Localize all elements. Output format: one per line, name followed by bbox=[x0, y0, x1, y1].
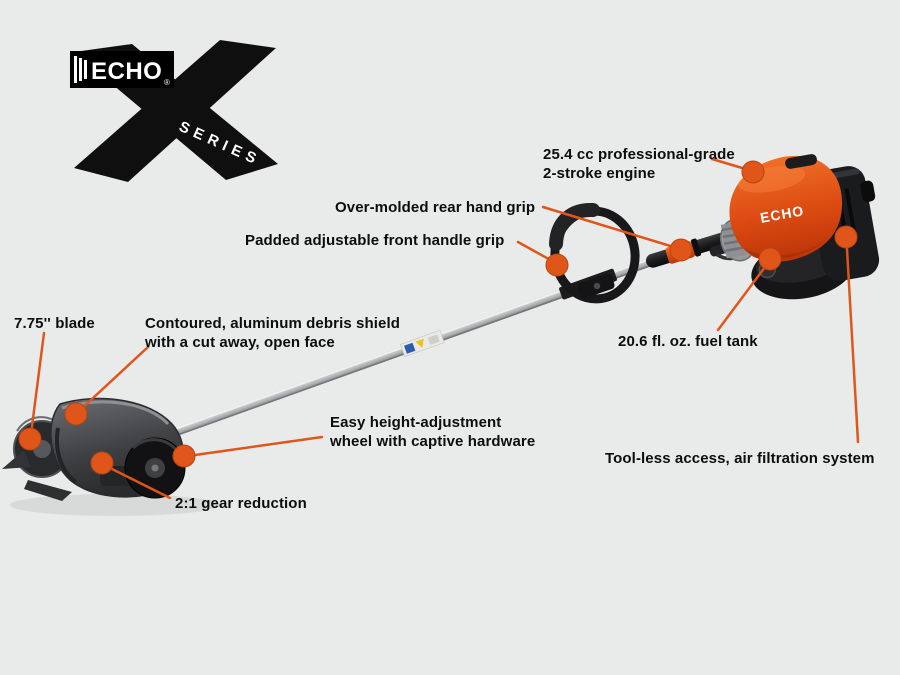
edger-head bbox=[2, 397, 186, 501]
line-gear bbox=[104, 464, 172, 500]
callout-label-air-filter: Tool-less access, air filtration system bbox=[605, 450, 875, 467]
callout-label-blade: 7.75'' blade bbox=[14, 315, 95, 332]
callout-label-gear: 2:1 gear reduction bbox=[175, 495, 307, 512]
line-wheel bbox=[186, 435, 324, 458]
dot-gear bbox=[90, 451, 114, 475]
line-debris-shield bbox=[77, 345, 150, 413]
front-handle bbox=[549, 203, 640, 304]
callout-label-rear-grip: Over-molded rear hand grip bbox=[335, 199, 536, 216]
dot-rear-grip bbox=[669, 238, 693, 262]
line-rear-grip bbox=[541, 205, 679, 250]
dot-air-filter bbox=[834, 225, 858, 249]
line-air-filter bbox=[845, 247, 860, 444]
echo-wordmark: ECHO ® bbox=[70, 51, 174, 88]
callout-label-debris-shield: Contoured, aluminum debris shield with a… bbox=[145, 315, 400, 351]
dot-debris-shield bbox=[64, 402, 88, 426]
x-bar-ascending bbox=[74, 40, 276, 182]
blade-tip bbox=[2, 450, 31, 469]
echo-x-series-logo: SERIES ECHO ® bbox=[70, 40, 278, 182]
dot-wheel bbox=[172, 444, 196, 468]
line-fuel-tank bbox=[716, 261, 770, 332]
line-blade bbox=[29, 331, 46, 436]
blade-guard bbox=[24, 480, 72, 501]
callout-lines bbox=[29, 157, 860, 500]
dot-fuel-tank bbox=[758, 247, 782, 271]
callout-dots bbox=[18, 160, 858, 475]
callout-label-wheel: Easy height-adjustment wheel with captiv… bbox=[330, 414, 536, 450]
dot-blade bbox=[18, 427, 42, 451]
callout-label-fuel-tank: 20.6 fl. oz. fuel tank bbox=[618, 333, 758, 350]
shaft-warning-sticker bbox=[399, 329, 445, 358]
handle-grip-pad bbox=[549, 203, 600, 251]
callout-label-front-handle: Padded adjustable front handle grip bbox=[245, 232, 505, 249]
engine-top-cap bbox=[785, 154, 817, 169]
starter-grip bbox=[860, 180, 876, 203]
engine-brand-text: ECHO bbox=[759, 202, 806, 225]
dot-engine bbox=[741, 160, 765, 184]
logo-registered-mark: ® bbox=[164, 78, 170, 87]
callout-label-engine: 25.4 cc professional-grade 2-stroke engi… bbox=[543, 146, 735, 182]
dot-front-handle bbox=[545, 253, 569, 277]
drive-shaft bbox=[120, 254, 663, 456]
logo-brand-text: ECHO bbox=[91, 58, 162, 85]
